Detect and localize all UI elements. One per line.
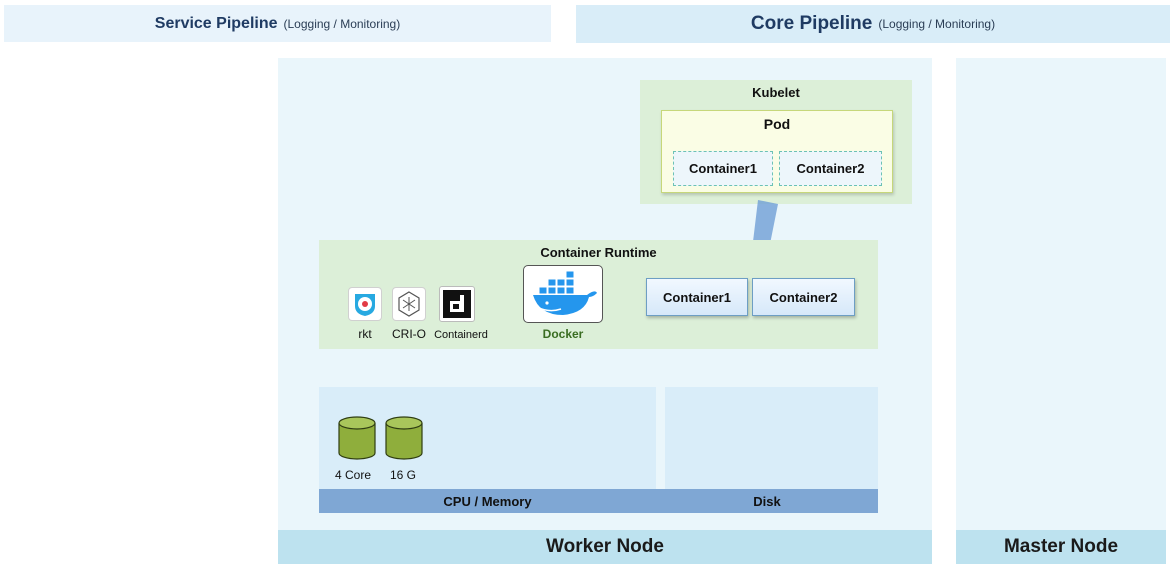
docker-icon xyxy=(523,265,603,323)
rkt-icon xyxy=(348,287,382,321)
container-runtime-box: Container Runtime rkt CRI-O Container xyxy=(319,240,878,349)
core-pipeline-title: Core Pipeline xyxy=(750,13,873,34)
master-node-label: Master Node xyxy=(956,530,1166,564)
memory-database-icon xyxy=(385,416,423,460)
pod-container-2: Container2 xyxy=(779,151,882,186)
master-node-area xyxy=(956,58,1166,530)
core-pipeline-subtitle: (Logging / Monitoring) xyxy=(878,17,996,31)
cpu-cores-label: 4 Core xyxy=(335,468,372,482)
disk-label: Disk xyxy=(656,489,878,513)
disk-area xyxy=(665,387,878,489)
pod-container-1: Container1 xyxy=(673,151,773,186)
containerd-icon xyxy=(439,286,475,322)
service-pipeline-subtitle: (Logging / Monitoring) xyxy=(283,16,401,31)
cpu-memory-area: 4 Core 16 G xyxy=(319,387,656,489)
core-pipeline: Core Pipeline (Logging / Monitoring) xyxy=(576,5,1170,43)
worker-node-label: Worker Node xyxy=(278,530,932,564)
pod-title: Pod xyxy=(763,116,791,132)
containerd-label: Containerd xyxy=(434,329,488,341)
cpu-database-icon xyxy=(338,416,376,460)
service-pipeline: Service Pipeline (Logging / Monitoring) xyxy=(4,5,551,42)
runtime-container-2: Container2 xyxy=(752,278,855,316)
container-runtime-title: Container Runtime xyxy=(540,245,657,260)
crio-icon xyxy=(392,287,426,321)
kubelet-title: Kubelet xyxy=(752,85,800,100)
cpu-memory-label: CPU / Memory xyxy=(319,489,656,513)
crio-label: CRI-O xyxy=(392,327,426,341)
service-pipeline-title: Service Pipeline xyxy=(154,14,278,32)
pod-box: Pod Container1 Container2 xyxy=(661,110,893,193)
kubelet-box: Kubelet Pod Container1 Container2 xyxy=(640,80,912,204)
rkt-label: rkt xyxy=(358,327,372,341)
runtime-container-1: Container1 xyxy=(646,278,748,316)
docker-label: Docker xyxy=(542,327,584,341)
memory-size-label: 16 G xyxy=(390,468,417,482)
